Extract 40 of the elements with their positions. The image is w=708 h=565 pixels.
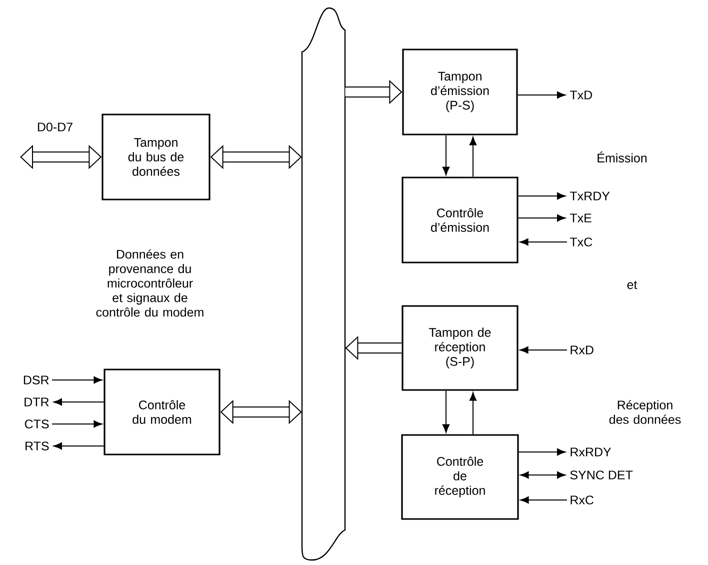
arrow [442,134,450,176]
arrow [520,496,568,504]
block-box: Tampon du bus de données [102,114,210,200]
block-box: Contrôle de réception [401,434,519,520]
signal-name: RTS [26,442,49,450]
note-text: Données en provenance du microcontrôleur et signaux de contrôle du modem [96,249,204,317]
note-text: Émission [598,152,647,162]
arrow [442,390,450,433]
arrow [518,214,566,222]
arrow [518,192,566,200]
signal-name: CTS [24,420,49,428]
arrow [520,471,566,479]
signal-name: RxD [570,346,594,354]
block-box: Contrôle du modem [104,368,220,456]
arrow [469,392,477,435]
signal-name: SYNC DET [570,470,633,480]
arrow [52,420,102,428]
block-box: Contrôle d’émission [402,176,518,264]
arrow [517,91,566,99]
signal-name: DTR [24,398,49,406]
block-box: Tampon de réception (S-P) [402,305,518,391]
arrow [52,376,102,384]
arrow [53,442,104,450]
signal-name: TxRDY [570,192,610,200]
note-text: Réception des données [609,400,681,424]
signal-name: RxRDY [570,448,612,456]
bus-bar [301,7,346,561]
signal-name: DSR [24,376,49,384]
note-text: et [627,280,638,290]
signal-name: RxC [570,496,594,504]
arrow [469,136,477,178]
arrow [520,238,568,246]
signal-name: TxC [570,238,592,246]
signal-name: TxD [570,90,592,100]
edge-label: D0-D7 [36,122,74,132]
arrow [518,448,566,456]
arrow [53,398,104,406]
block-box: Tampon d’émission (P-S) [402,48,518,136]
arrow [520,346,568,354]
signal-name: TxE [570,214,592,222]
